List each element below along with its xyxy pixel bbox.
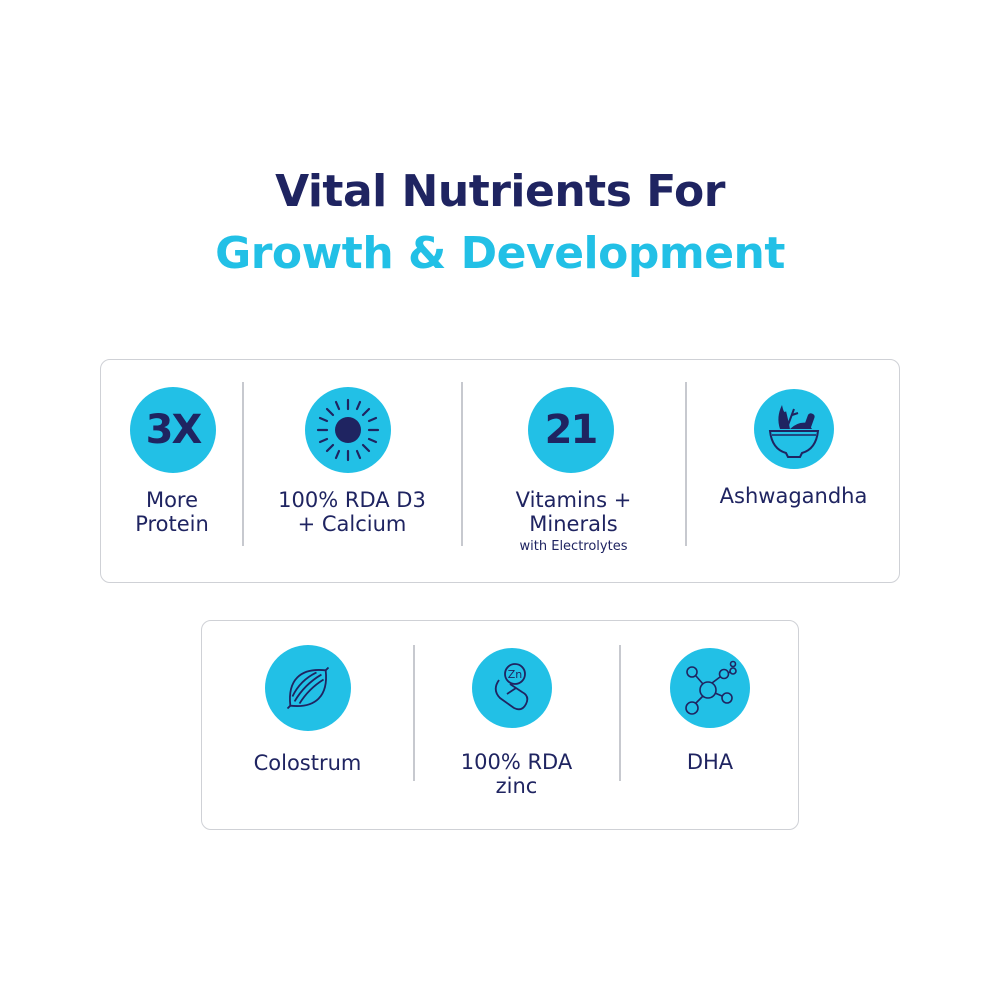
sun-icon — [305, 387, 391, 473]
label-line-2: Minerals — [529, 512, 618, 536]
feature-label: 100% RDA zinc — [461, 750, 572, 798]
feature-dha: DHA — [620, 621, 800, 829]
badge-text: 21 — [544, 407, 599, 453]
muscle-icon — [264, 645, 351, 731]
3x-badge-icon: 3X — [130, 387, 216, 473]
feature-d3-calcium: 100% RDA D3 + Calcium — [243, 360, 461, 582]
badge-text: 3X — [145, 407, 203, 453]
feature-vitamins-minerals: 21 Vitamins + Minerals with Electrolytes — [462, 360, 685, 582]
feature-zinc: Zn 100% RDA zinc — [414, 621, 619, 829]
divider — [413, 645, 415, 781]
label-line-2: + Calcium — [297, 512, 407, 536]
divider — [242, 382, 244, 546]
label-line-2: zinc — [495, 774, 538, 798]
label-line-1: More — [145, 488, 199, 512]
herb-bowl-icon — [753, 389, 834, 469]
label-line-1: 100% RDA — [460, 750, 573, 774]
feature-label: Ashwagandha — [719, 484, 868, 508]
feature-label: Colostrum — [253, 751, 362, 775]
feature-label: DHA — [686, 750, 734, 774]
label-line-1: 100% RDA D3 — [278, 488, 426, 512]
feature-label: More Protein — [135, 488, 209, 536]
divider — [619, 645, 621, 781]
zinc-pill-icon: Zn — [471, 648, 552, 728]
nutrients-card-top: 3X More Protein — [100, 359, 900, 583]
feature-protein: 3X More Protein — [101, 360, 243, 582]
feature-label: 100% RDA D3 + Calcium — [278, 488, 426, 536]
nutrients-card-bottom: Colostrum Zn 100% RDA zinc — [201, 620, 799, 830]
label-line-2: Protein — [135, 512, 209, 536]
headline-line-1: Vital Nutrients For — [275, 166, 725, 217]
molecule-icon — [670, 648, 750, 728]
feature-label: Vitamins + Minerals — [516, 488, 632, 536]
label-line-1: Vitamins + — [515, 488, 632, 512]
feature-sublabel: with Electrolytes — [519, 539, 628, 554]
divider — [461, 382, 463, 546]
feature-colostrum: Colostrum — [202, 621, 413, 829]
headline-line-2: Growth & Development — [215, 228, 785, 279]
21-badge-icon: 21 — [527, 387, 614, 473]
zinc-symbol: Zn — [507, 668, 522, 681]
feature-ashwagandha: Ashwagandha — [686, 360, 901, 582]
divider — [685, 382, 687, 546]
